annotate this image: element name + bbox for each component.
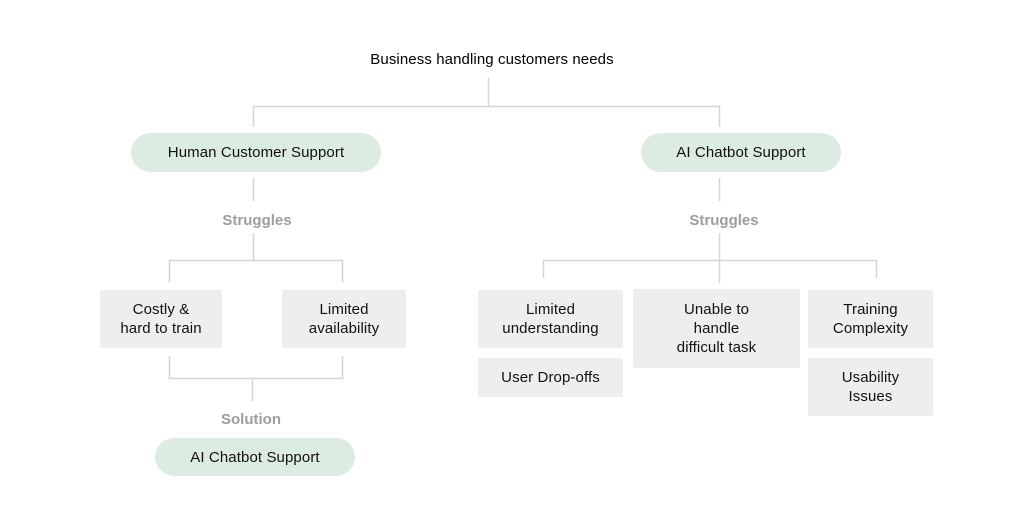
node-user-drop-offs[interactable]: User Drop-offs xyxy=(478,358,623,397)
node-solution-ai-chatbot-support[interactable]: AI Chatbot Support xyxy=(155,438,355,476)
node-limited-understanding[interactable]: Limited understanding xyxy=(478,290,623,348)
solution-label[interactable]: Solution xyxy=(221,411,281,428)
node-costly-hard-to-train[interactable]: Costly & hard to train xyxy=(100,290,222,348)
node-ai-chatbot-support[interactable]: AI Chatbot Support xyxy=(641,133,841,172)
node-usability-issues[interactable]: Usability Issues xyxy=(808,358,933,416)
connector-left-bottom-bracket xyxy=(168,356,344,380)
right-struggles-label[interactable]: Struggles xyxy=(689,212,759,229)
connector-right-bracket xyxy=(542,259,878,278)
left-struggles-label[interactable]: Struggles xyxy=(222,212,292,229)
node-unable-to-handle-difficult-task[interactable]: Unable to handle difficult task xyxy=(633,289,800,368)
node-limited-availability[interactable]: Limited availability xyxy=(282,290,406,348)
node-human-customer-support[interactable]: Human Customer Support xyxy=(131,133,381,172)
connector-left-top-bracket xyxy=(168,259,344,282)
connector-root-bracket xyxy=(252,105,721,127)
root-node-title[interactable]: Business handling customers needs xyxy=(370,51,614,68)
node-training-complexity[interactable]: Training Complexity xyxy=(808,290,933,348)
